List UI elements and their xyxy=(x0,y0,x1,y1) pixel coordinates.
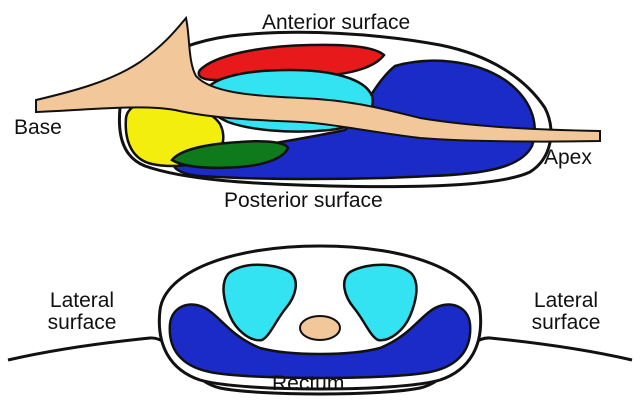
lateral-surface-right-label: Lateral surface xyxy=(496,290,636,334)
base-label: Base xyxy=(14,117,62,139)
urethra xyxy=(300,316,340,340)
lateral-left-line1: Lateral xyxy=(12,290,152,312)
sagittal-view xyxy=(36,18,600,187)
lateral-right-line1: Lateral xyxy=(496,290,636,312)
lateral-left-line2: surface xyxy=(12,312,152,334)
rectum-label: Rectum xyxy=(272,373,344,395)
posterior-surface-label: Posterior surface xyxy=(224,190,383,212)
lateral-right-line2: surface xyxy=(496,312,636,334)
lateral-surface-left-label: Lateral surface xyxy=(12,290,152,334)
anterior-surface-label: Anterior surface xyxy=(262,12,410,34)
apex-label: Apex xyxy=(544,147,592,169)
